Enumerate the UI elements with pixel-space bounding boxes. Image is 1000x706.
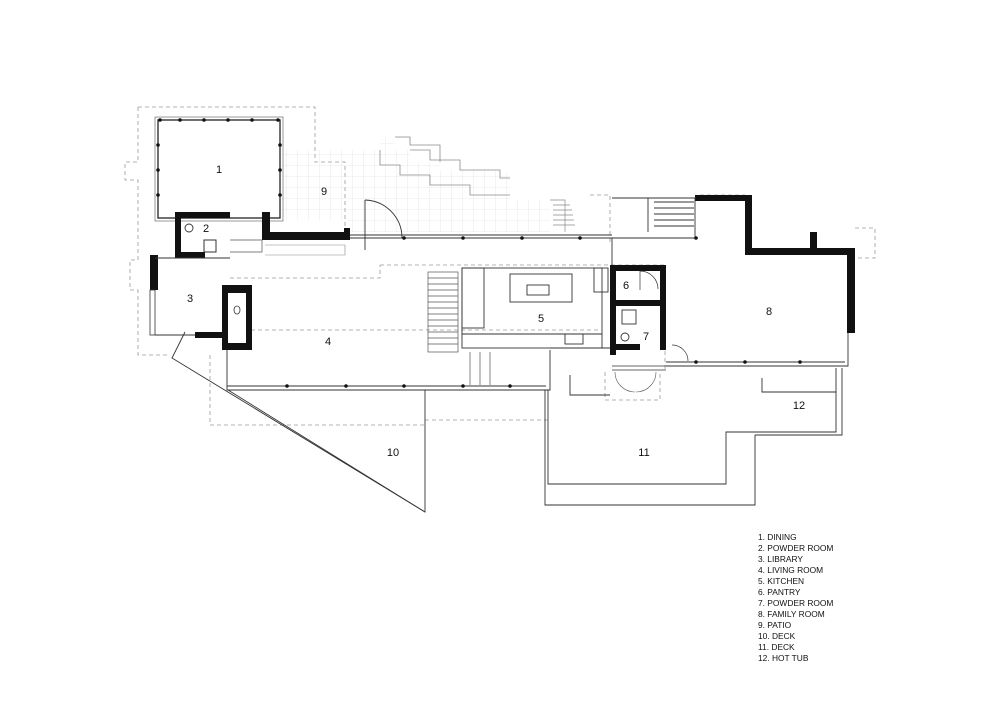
toilet-fixture: [184, 223, 194, 233]
room-label-pantry: 6: [623, 280, 629, 292]
patio-paving: [282, 136, 575, 232]
legend-item: 9. PATIO: [758, 620, 792, 630]
library-walls: [149, 255, 252, 350]
legend-item: 3. LIBRARY: [758, 554, 803, 564]
legend-item: 2. POWDER ROOM: [758, 543, 834, 553]
roof-outline: [124, 106, 876, 426]
sink-fixture-2: [621, 309, 637, 325]
legend-item: 6. PANTRY: [758, 587, 801, 597]
living-room-walls: [226, 350, 551, 391]
deck-10: [171, 331, 426, 513]
pantry-walls: [610, 265, 666, 355]
deck-11: [544, 368, 843, 506]
room-label-hot-tub: 12: [793, 400, 805, 412]
legend-item: 8. FAMILY ROOM: [758, 609, 825, 619]
room-legend: 1. DINING 2. POWDER ROOM 3. LIBRARY 4. L…: [758, 532, 833, 664]
legend-item: 10. DECK: [758, 631, 796, 641]
legend-item: 12. HOT TUB: [758, 653, 809, 663]
room-label-deck: 10: [387, 447, 399, 459]
legend-item: 11. DECK: [758, 642, 795, 652]
room-label-dining: 1: [216, 164, 222, 176]
room-label-powder-room: 2: [203, 223, 209, 235]
kitchen-outline: [461, 267, 612, 349]
toilet-fixture-2: [620, 332, 630, 342]
sink-fixture: [203, 239, 217, 253]
room-label-deck-2: 11: [638, 447, 649, 459]
room-label-library: 3: [187, 293, 193, 305]
legend-item: 4. LIVING ROOM: [758, 565, 824, 575]
main-stair: [427, 271, 491, 385]
legend-item: 7. POWDER ROOM: [758, 598, 834, 608]
room-label-family-room: 8: [766, 306, 772, 318]
room-label-living-room: 4: [325, 336, 331, 348]
room-label-kitchen: 5: [538, 313, 544, 325]
glazing-line: [350, 199, 612, 250]
powder-room-wall: [175, 212, 350, 258]
room-label-patio: 9: [321, 186, 327, 198]
legend-item: 1. DINING: [758, 532, 797, 542]
room-label-powder-room-2: 7: [643, 331, 649, 343]
column-dots: [402, 236, 582, 240]
family-room-walls: [695, 195, 855, 333]
legend-item: 5. KITCHEN: [758, 576, 805, 586]
